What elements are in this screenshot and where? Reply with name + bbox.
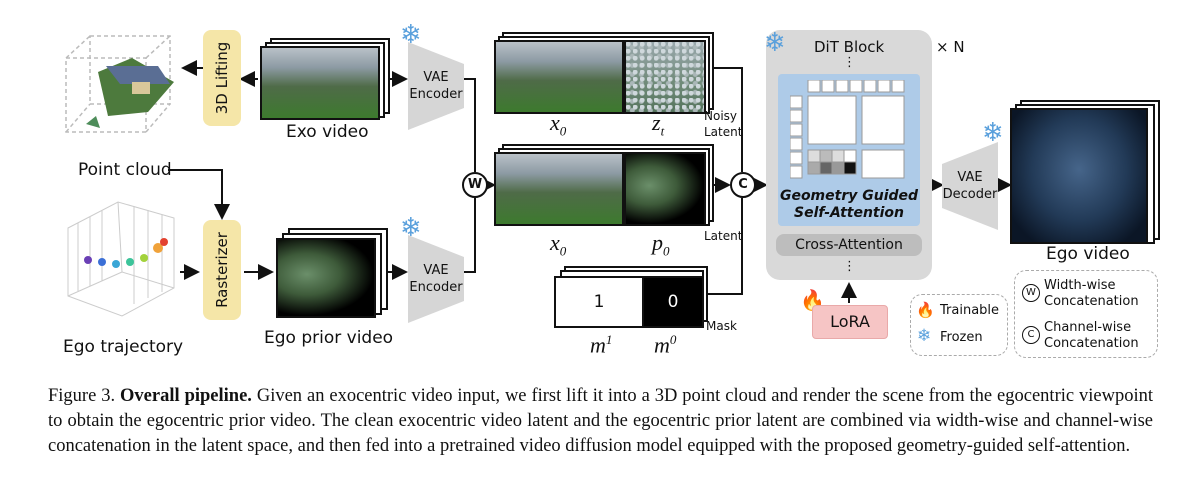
ego-video-label: Ego video [1046, 244, 1130, 264]
exo-video-label: Exo video [286, 122, 369, 142]
snowflake-icon: ❄ [400, 213, 422, 243]
snowflake-icon: ❄ [764, 28, 786, 58]
dit-dots-bottom: ⋮ [843, 259, 856, 274]
legend-w-symbol: W [1022, 284, 1040, 302]
x0-top-label: x0 [550, 110, 567, 139]
mask-zero-value: 0 [667, 292, 679, 312]
m1-label: m1 [590, 332, 613, 358]
p0-label: p0 [652, 230, 670, 259]
dit-dots-top: ⋮ [843, 55, 856, 70]
p0-thumbnail [624, 152, 706, 226]
x0-mid-thumbnail [494, 152, 624, 226]
caption-bold: Overall pipeline. [120, 386, 252, 406]
width-concat-symbol: W [462, 172, 488, 198]
vae-encoder-top-label: VAE Encoder [409, 70, 463, 102]
point-cloud-figure [62, 28, 182, 138]
rasterizer-box: Rasterizer [203, 220, 241, 320]
snowflake-icon: ❄ [982, 118, 1004, 148]
ego-trajectory-label: Ego trajectory [63, 337, 184, 357]
legend-channel-wise: Channel-wise Concatenation [1044, 320, 1139, 351]
times-n-label: × N [936, 38, 965, 56]
mask-zero-block: 0 [642, 276, 704, 328]
x0-top-thumbnail [494, 40, 624, 114]
point-cloud-label: Point cloud [78, 160, 172, 180]
ego-prior-thumbnail [276, 238, 376, 318]
legend-trainable-frozen [910, 294, 1008, 356]
ego-prior-video-label: Ego prior video [264, 328, 394, 348]
channel-concat-symbol: C [730, 172, 756, 198]
gga-label: Geometry Guided Self-Attention [779, 188, 919, 221]
caption-prefix: Figure 3. [48, 386, 116, 406]
latent-label: Latent [704, 229, 743, 243]
snowflake-icon: ❄ [400, 20, 422, 50]
vae-decoder-label: VAE Decoder [942, 170, 998, 202]
ego-trajectory-figure [58, 188, 186, 328]
exo-video-thumbnail [260, 46, 380, 120]
legend-c-symbol: C [1022, 326, 1040, 344]
legend-trainable: Trainable [940, 303, 1000, 318]
vae-encoder-bottom-label: VAE Encoder [409, 263, 463, 295]
noisy-latent-label: Noisy Latent [704, 109, 743, 139]
rasterizer-label: Rasterizer [213, 232, 231, 308]
figure-caption: Figure 3. Overall pipeline. Given an exo… [48, 384, 1153, 459]
legend-width-wise: Width-wise Concatenation [1044, 278, 1139, 309]
legend-frozen: Frozen [940, 330, 983, 345]
mask-one-value: 1 [593, 292, 605, 312]
m0-label: m0 [654, 332, 677, 358]
fire-icon: 🔥 [916, 301, 935, 319]
ego-trajectory-graphic [67, 201, 175, 317]
dit-block-title: DiT Block [814, 38, 885, 56]
zt-thumbnail [624, 40, 706, 114]
zt-label: zt [652, 110, 665, 139]
mask-one-block: 1 [554, 276, 644, 328]
x0-mid-label: x0 [550, 230, 567, 259]
lifting-box: 3D Lifting [203, 30, 241, 126]
cross-attention-block: Cross-Attention [776, 234, 922, 256]
caption-text: Given an exocentric video input, we firs… [48, 386, 1154, 456]
legend-concatenation [1014, 270, 1158, 358]
snowflake-icon: ❄ [917, 326, 932, 346]
attention-grid [790, 80, 905, 179]
ego-video-thumbnail [1010, 108, 1148, 244]
lora-block: LoRA [812, 305, 888, 339]
mask-label: Mask [706, 319, 737, 333]
lifting-label: 3D Lifting [213, 41, 231, 115]
point-cloud-graphic [65, 35, 174, 133]
